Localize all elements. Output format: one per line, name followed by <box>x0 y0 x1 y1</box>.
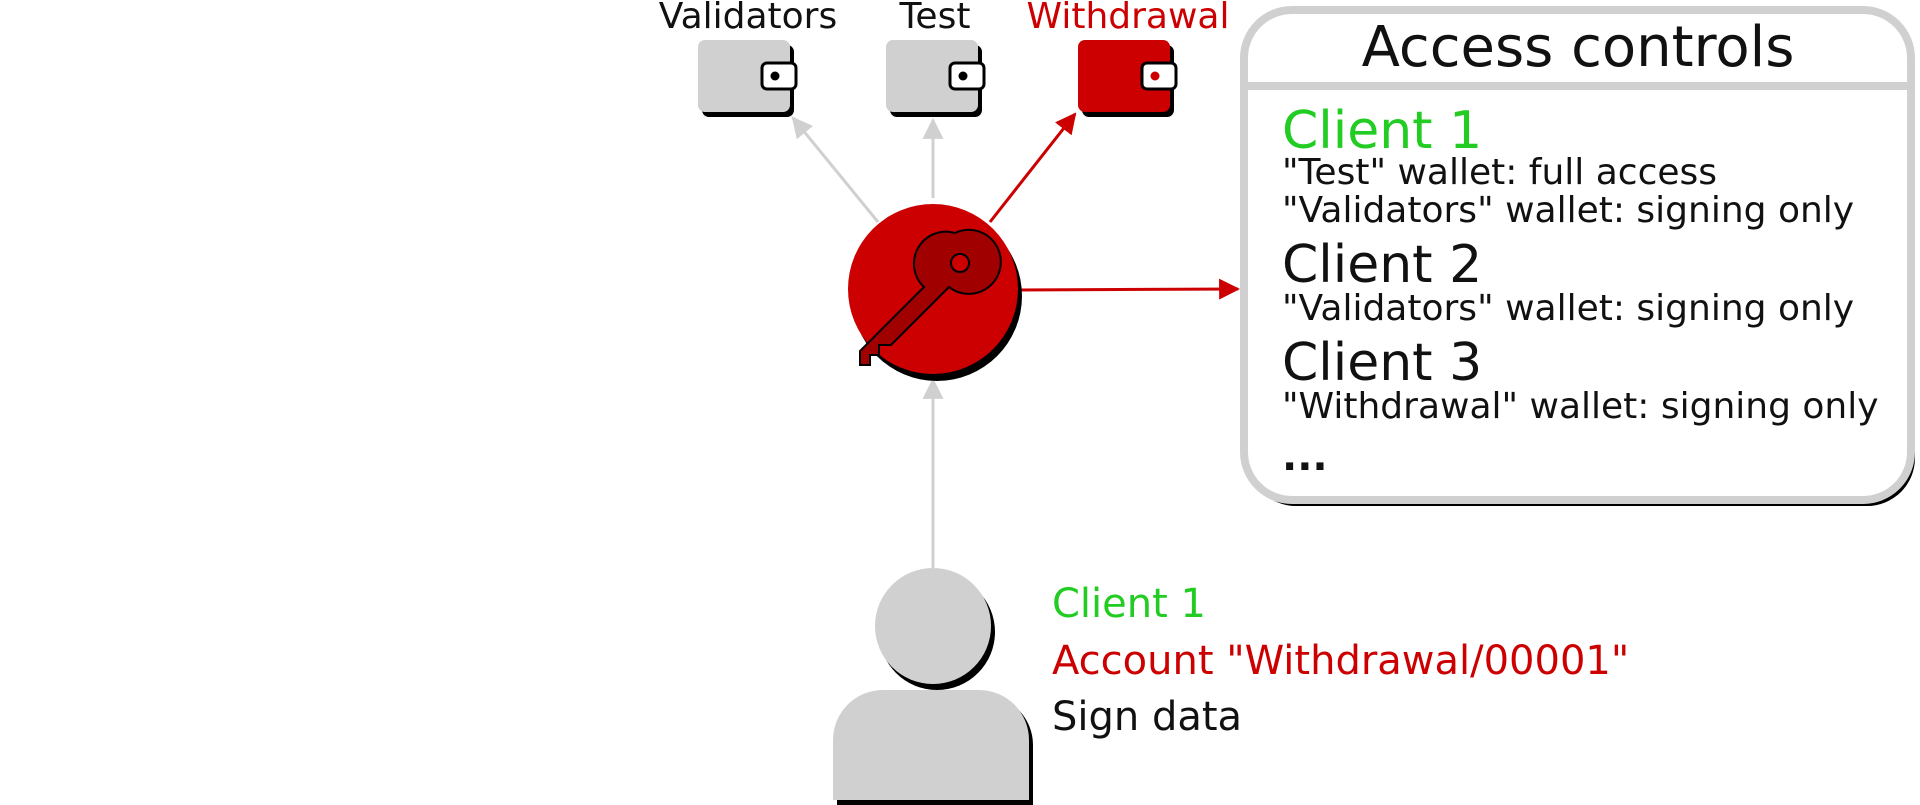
access-controls-title: Access controls <box>1362 15 1795 80</box>
client-1-rule-1: "Test" wallet: full access <box>1282 152 1717 193</box>
arrow-signer-to-validators <box>791 116 880 223</box>
client-2-rule-1: "Validators" wallet: signing only <box>1282 288 1854 329</box>
signer-node[interactable] <box>848 204 1022 381</box>
request-account: Account "Withdrawal/00001" <box>1052 638 1629 684</box>
client-3-name: Client 3 <box>1282 333 1482 393</box>
client-3-rule-1: "Withdrawal" wallet: signing only <box>1282 386 1879 427</box>
request-client: Client 1 <box>1052 581 1206 627</box>
client-2-name: Client 2 <box>1282 235 1482 295</box>
client-1-rule-2: "Validators" wallet: signing only <box>1282 190 1854 231</box>
arrow-signer-to-withdrawal <box>988 112 1077 223</box>
request-action: Sign data <box>1052 694 1242 740</box>
access-controls-ellipsis: ... <box>1282 434 1328 480</box>
key-icon <box>859 228 1002 366</box>
access-controls-panel: Access controls Client 1 "Test" wallet: … <box>1240 6 1915 506</box>
wallet-label-validators: Validators <box>659 0 838 37</box>
wallet-icon-validators[interactable] <box>698 40 798 117</box>
wallet-label-withdrawal: Withdrawal <box>1027 0 1230 37</box>
arrow-signer-to-access-controls <box>1017 278 1241 300</box>
client-1-name: Client 1 <box>1282 101 1482 161</box>
wallet-icon-withdrawal[interactable] <box>1078 40 1178 117</box>
wallet-label-test: Test <box>899 0 971 37</box>
connectors <box>791 112 1241 568</box>
user-icon[interactable] <box>833 568 1033 805</box>
wallet-icon-test[interactable] <box>886 40 986 117</box>
